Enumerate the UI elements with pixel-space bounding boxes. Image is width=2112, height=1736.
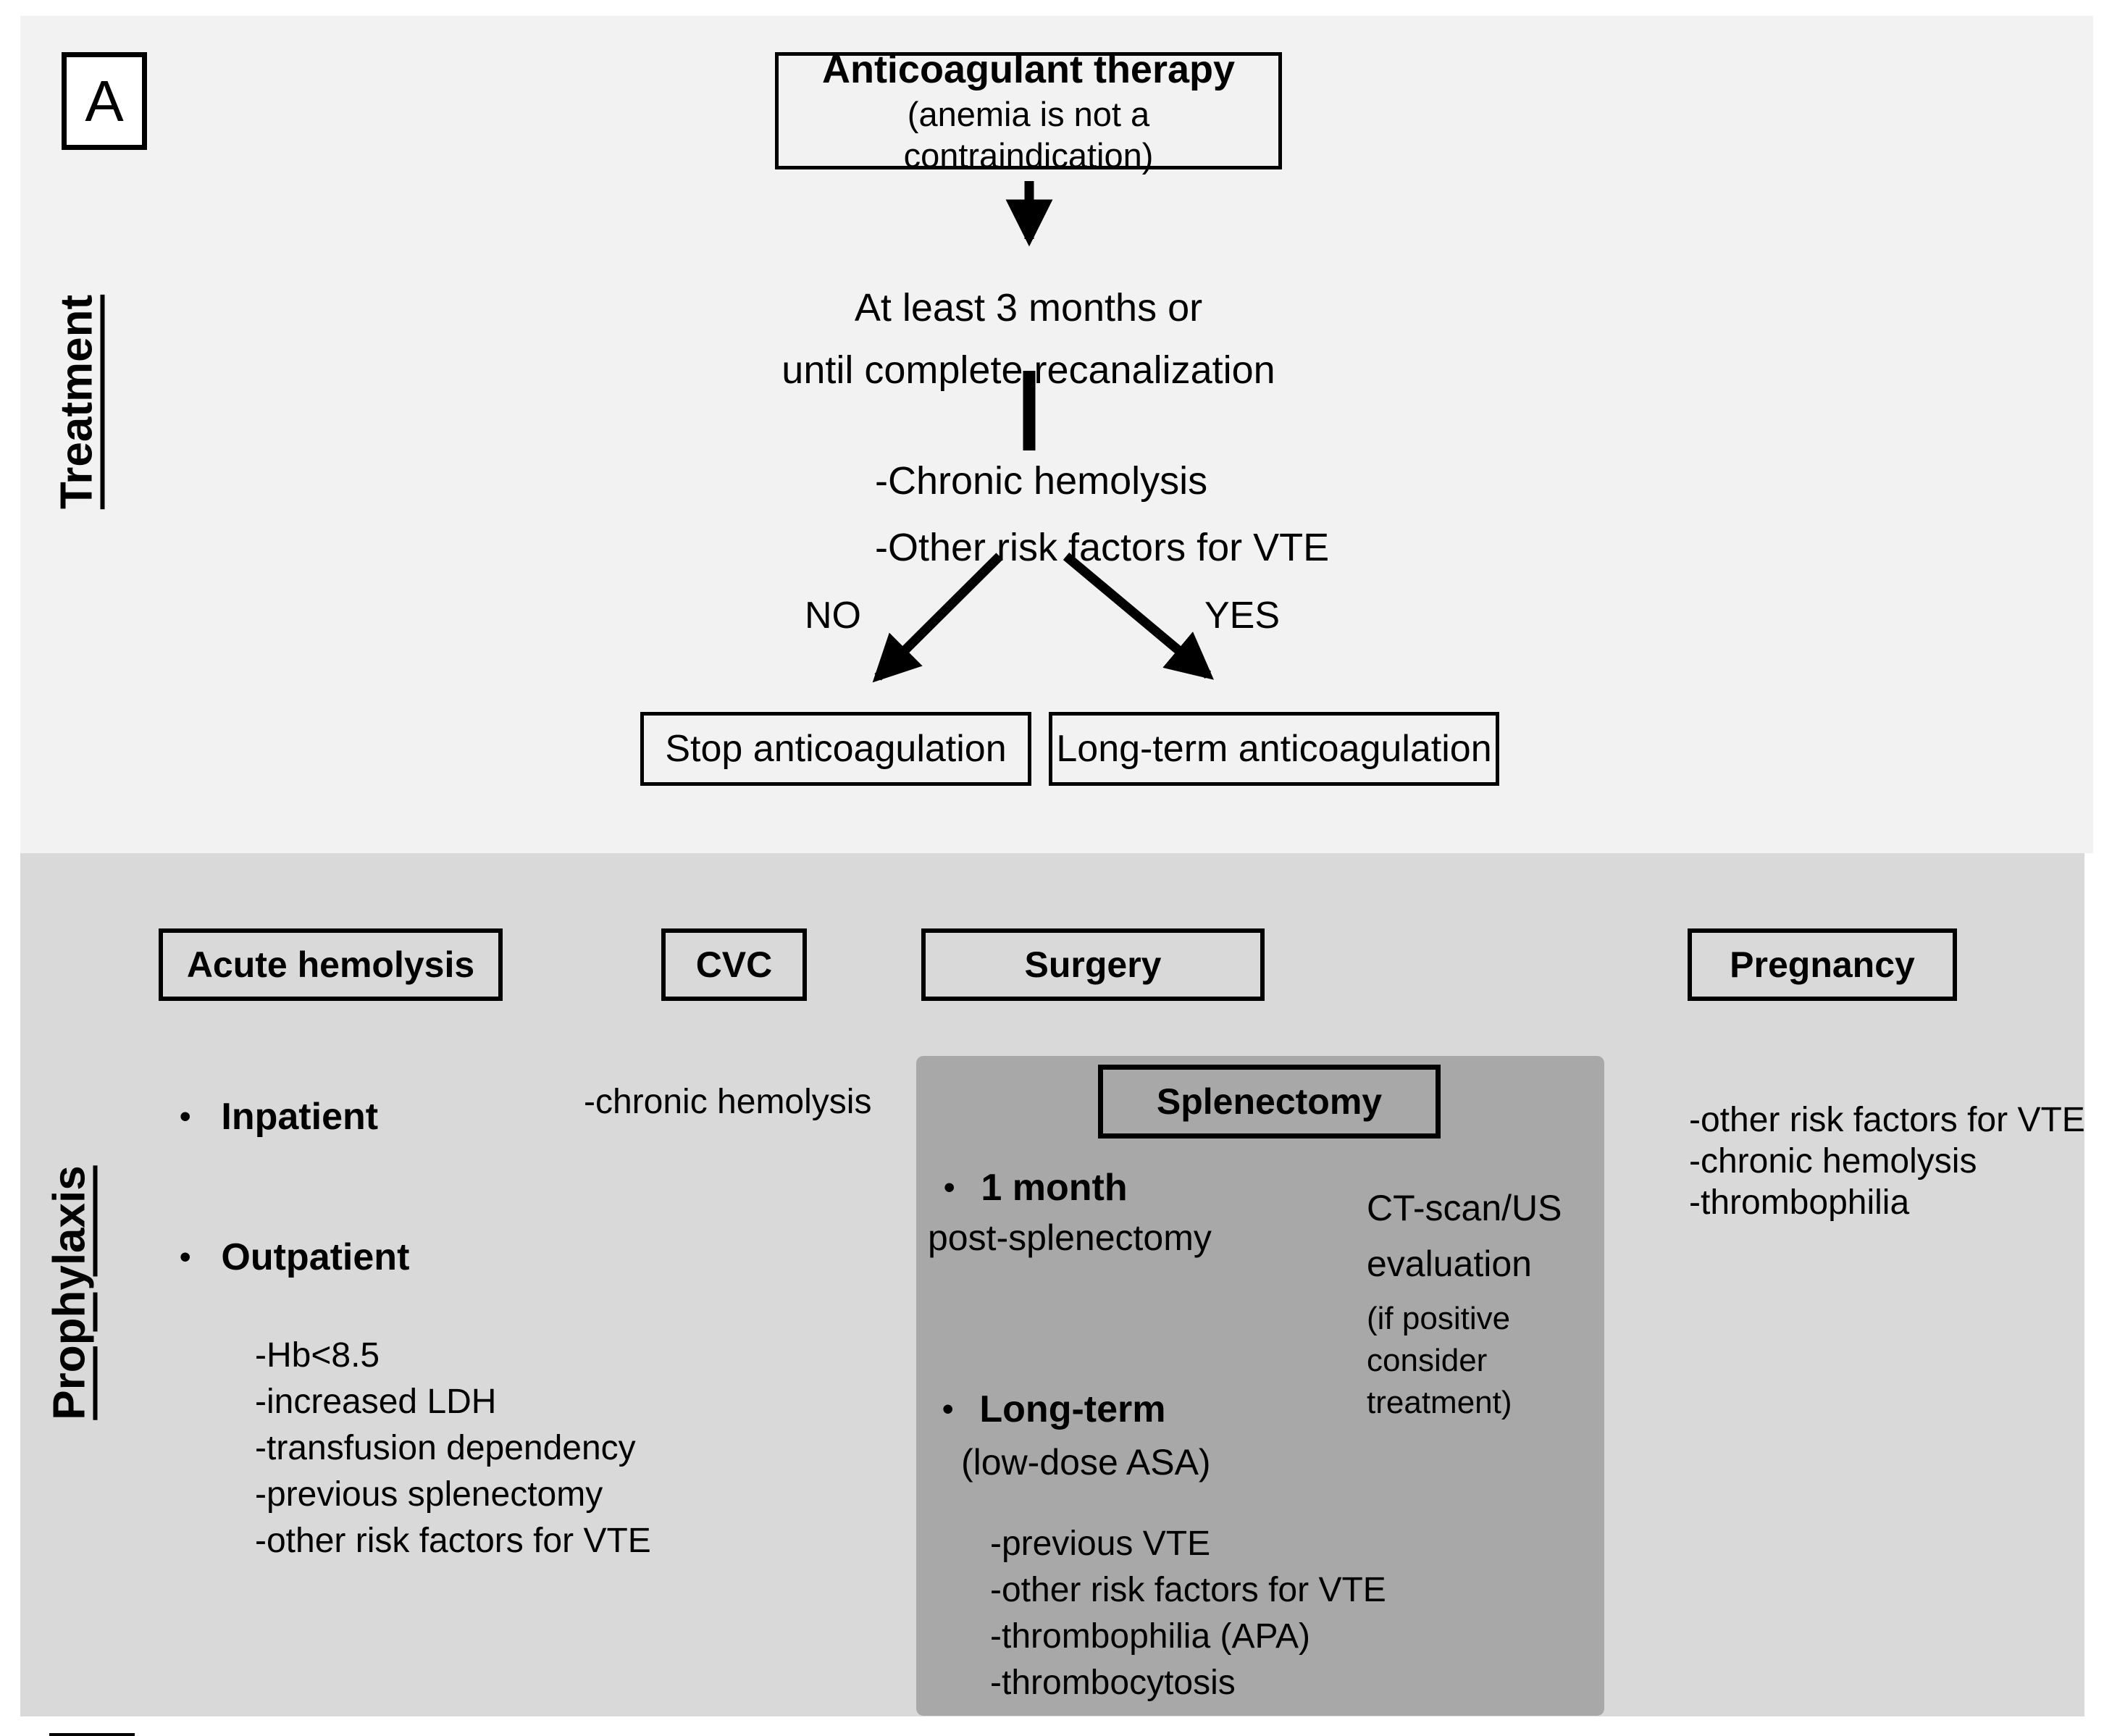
ct-scan-line2: evaluation: [1367, 1244, 1532, 1284]
one-month-label: 1 month: [981, 1167, 1128, 1209]
duration-line1: At least 3 months or: [854, 286, 1203, 330]
inpatient-bullet: • Inpatient: [180, 1095, 378, 1139]
criteria-item: -thrombophilia (APA): [990, 1617, 1310, 1656]
bullet-icon: •: [944, 1170, 955, 1205]
anticoagulant-therapy-box: Anticoagulant therapy (anemia is not a c…: [775, 48, 1282, 175]
acute-hemolysis-header-box: Acute hemolysis: [159, 928, 503, 1001]
bullet-icon: •: [180, 1099, 191, 1134]
ct-scan-line1: CT-scan/US: [1367, 1188, 1562, 1228]
splenectomy-header-box: Splenectomy: [1098, 1065, 1441, 1139]
surgery-header-box: Surgery: [921, 928, 1265, 1001]
criteria-item: -Hb<8.5: [255, 1336, 380, 1375]
criteria-item: -chronic hemolysis: [1689, 1142, 1977, 1181]
outpatient-criteria-list: -Hb<8.5 -increased LDH -transfusion depe…: [255, 1333, 651, 1564]
ct-note-line3: treatment): [1367, 1385, 1512, 1420]
splenectomy-panel: Splenectomy • 1 month post-splenectomy C…: [916, 1056, 1604, 1716]
pregnancy-header-box: Pregnancy: [1688, 928, 1957, 1001]
anticoagulant-therapy-subtitle: (anemia is not a contraindication): [903, 95, 1154, 175]
criteria-item: -other risk factors for VTE: [255, 1522, 651, 1560]
prophylaxis-section-label: Prophylaxis: [44, 1165, 95, 1420]
low-dose-asa-label: (low-dose ASA): [961, 1442, 1211, 1483]
decision-risk-factors: -Chronic hemolysis -Other risk factors f…: [875, 448, 1329, 581]
stop-anticoagulation-box: Stop anticoagulation: [640, 712, 1031, 786]
anticoagulant-therapy-title: Anticoagulant therapy: [821, 47, 1236, 91]
criteria-item: -increased LDH: [255, 1383, 497, 1421]
criteria-item: -other risk factors for VTE: [1689, 1101, 2085, 1139]
risk-factor-item: -Chronic hemolysis: [875, 459, 1208, 503]
long-term-anticoagulation-box: Long-term anticoagulation: [1049, 712, 1499, 786]
criteria-item: -thrombocytosis: [990, 1664, 1236, 1702]
duration-line2: until complete recanalization: [781, 348, 1275, 392]
cvc-note: -chronic hemolysis: [584, 1083, 872, 1121]
panel-a-letter-box: A: [62, 52, 147, 150]
panel-b-letter-box: B: [49, 1733, 135, 1736]
long-term-criteria-list: -previous VTE -other risk factors for VT…: [990, 1521, 1386, 1706]
one-month-bullet: • 1 month: [944, 1166, 1128, 1209]
branch-yes-label: YES: [1204, 595, 1281, 637]
outpatient-label: Outpatient: [221, 1236, 410, 1278]
criteria-item: -other risk factors for VTE: [990, 1571, 1386, 1609]
treatment-section-label: Treatment: [51, 294, 102, 510]
post-splenectomy-label: post-splenectomy: [928, 1217, 1212, 1258]
long-term-bullet: • Long-term: [942, 1388, 1166, 1431]
long-term-label: Long-term: [979, 1388, 1166, 1430]
criteria-item: -previous splenectomy: [255, 1475, 603, 1514]
cvc-header-box: CVC: [661, 928, 807, 1001]
outpatient-bullet: • Outpatient: [180, 1236, 409, 1279]
branch-no-label: NO: [805, 595, 861, 637]
criteria-item: -transfusion dependency: [255, 1429, 636, 1467]
duration-text: At least 3 months or until complete reca…: [663, 277, 1394, 401]
ct-note-line2: consider: [1367, 1343, 1488, 1378]
ct-note-line1: (if positive: [1367, 1301, 1511, 1336]
ct-scan-evaluation-text: CT-scan/US evaluation (if positive consi…: [1367, 1181, 1562, 1424]
pregnancy-criteria-list: -other risk factors for VTE -chronic hem…: [1689, 1099, 2085, 1223]
bullet-icon: •: [942, 1391, 954, 1427]
risk-factor-item: -Other risk factors for VTE: [875, 526, 1330, 569]
criteria-item: -thrombophilia: [1689, 1183, 1910, 1222]
ct-note: (if positive consider treatment): [1367, 1298, 1562, 1424]
bullet-icon: •: [180, 1239, 191, 1275]
panel-a-letter: A: [85, 68, 124, 133]
inpatient-label: Inpatient: [221, 1096, 379, 1138]
criteria-item: -previous VTE: [990, 1525, 1211, 1563]
